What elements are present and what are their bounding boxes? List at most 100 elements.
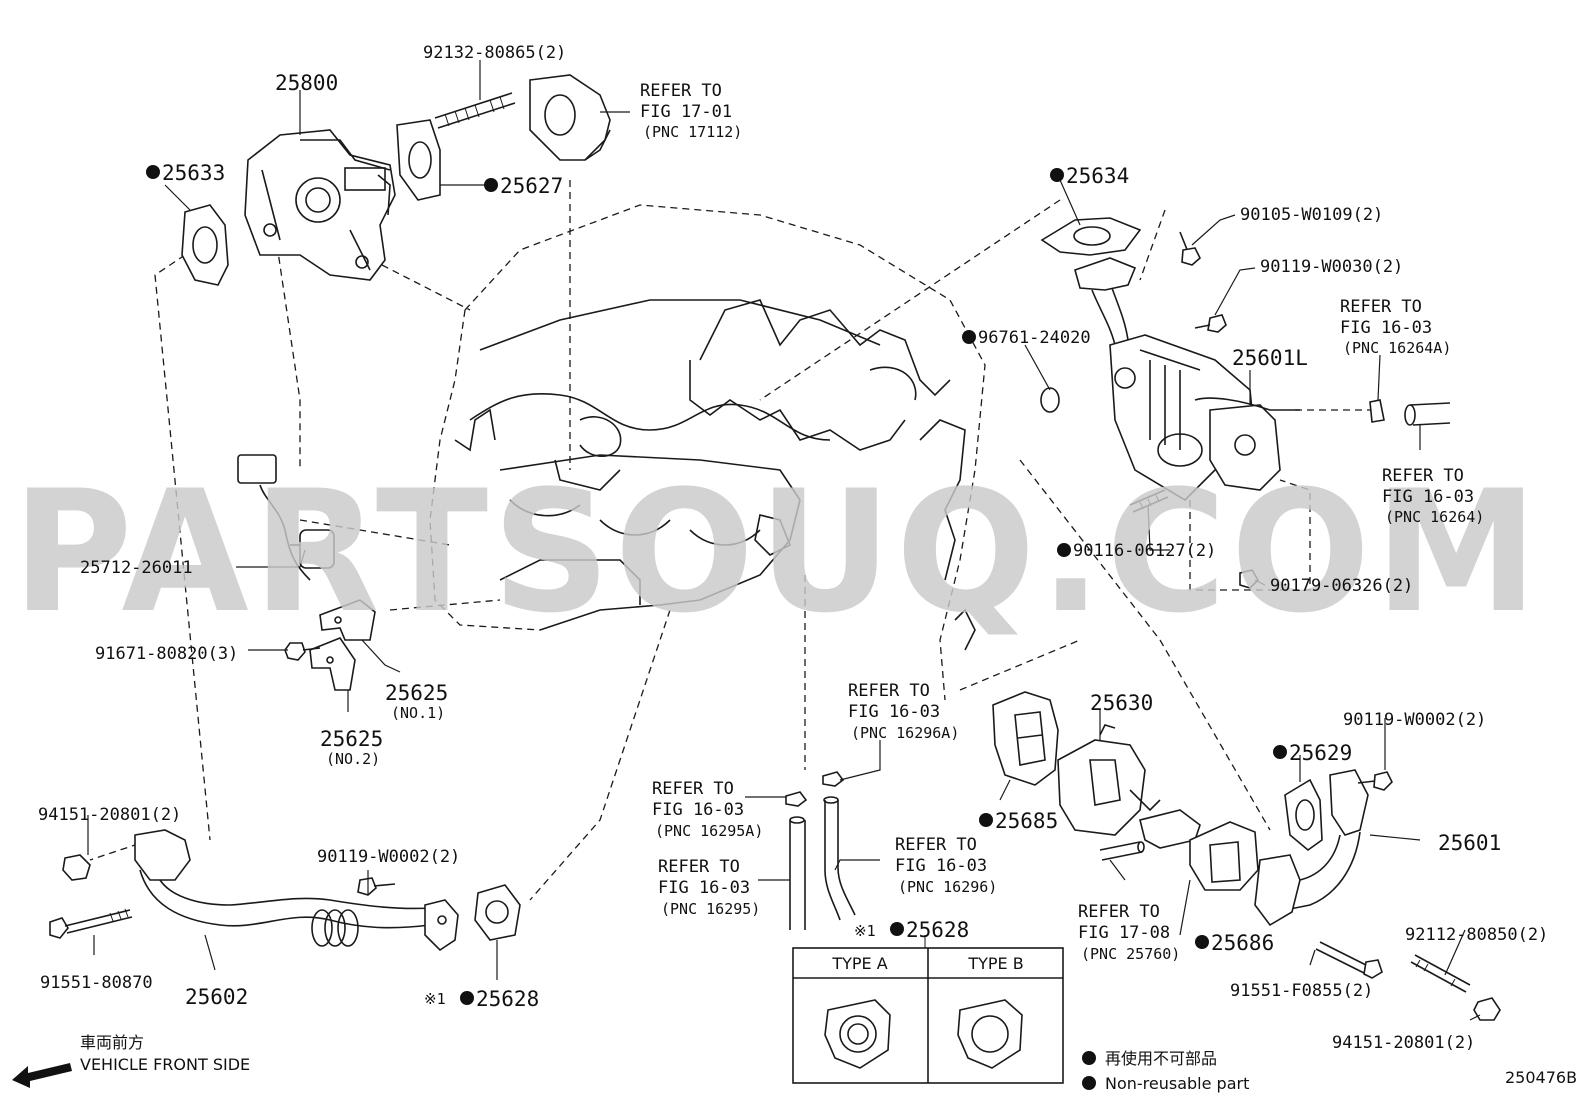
svg-text:(PNC 17112): (PNC 17112) <box>643 123 742 141</box>
label-25628-lower[interactable]: 25628 <box>476 987 539 1011</box>
label-25601L[interactable]: 25601L <box>1232 346 1308 370</box>
part-25601L-cooler[interactable] <box>1074 257 1300 502</box>
part-25601-pipe[interactable] <box>1254 769 1369 927</box>
part-90179-nut[interactable] <box>1239 569 1260 589</box>
svg-text:FIG 16-03: FIG 16-03 <box>652 800 744 820</box>
part-90116-stud[interactable] <box>1129 489 1169 513</box>
refer-17112[interactable]: REFER TO FIG 17-01 (PNC 17112) <box>640 81 742 141</box>
hoses-16295-16296[interactable] <box>785 771 856 930</box>
part-25627-gasket[interactable] <box>396 119 441 201</box>
part-92132-stud[interactable] <box>434 92 516 129</box>
label-94151-left[interactable]: 94151-20801(2) <box>38 805 181 825</box>
label-25686[interactable]: 25686 <box>1211 931 1274 955</box>
label-90179[interactable]: 90179-06326(2) <box>1270 576 1413 596</box>
svg-text:FIG 16-03: FIG 16-03 <box>1340 318 1432 338</box>
nonreusable-dot <box>484 178 498 192</box>
label-25628-typebox[interactable]: 25628 <box>906 918 969 942</box>
part-25633-gasket[interactable] <box>181 204 229 286</box>
svg-text:(PNC 16295): (PNC 16295) <box>661 900 760 918</box>
svg-text:REFER TO: REFER TO <box>652 779 734 799</box>
label-25629[interactable]: 25629 <box>1289 741 1352 765</box>
nonreusable-dot <box>962 330 976 344</box>
svg-text:REFER TO: REFER TO <box>1340 297 1422 317</box>
part-25630-valve[interactable] <box>1057 724 1201 849</box>
svg-text:(PNC 16296A): (PNC 16296A) <box>851 724 959 742</box>
watermark-text: PARTSOUQ.COM <box>12 454 1542 650</box>
type-b-label: TYPE B <box>967 954 1023 973</box>
label-25800[interactable]: 25800 <box>275 71 338 95</box>
refer-16296[interactable]: REFER TO FIG 16-03 (PNC 16296) <box>895 835 997 896</box>
label-25602[interactable]: 25602 <box>185 985 248 1009</box>
leader-lines <box>87 60 1481 1021</box>
label-25627[interactable]: 25627 <box>500 174 563 198</box>
part-92112-stud[interactable] <box>1410 954 1471 993</box>
svg-text:FIG 16-03: FIG 16-03 <box>1382 487 1474 507</box>
part-25712-sensor[interactable] <box>237 454 335 581</box>
part-25625-brackets[interactable] <box>309 599 376 691</box>
nonreusable-dot <box>1273 745 1287 759</box>
part-94151-nut-right[interactable] <box>1473 997 1501 1021</box>
part-91551-bolt-left[interactable] <box>49 908 133 939</box>
part-25628-gasket[interactable] <box>474 884 521 941</box>
label-25625-no1[interactable]: 25625 <box>385 681 448 705</box>
label-96761[interactable]: 96761-24020 <box>978 328 1091 348</box>
label-25685[interactable]: 25685 <box>995 809 1058 833</box>
svg-text:FIG 16-03: FIG 16-03 <box>895 856 987 876</box>
vehicle-front-direction: 車両前方 VEHICLE FRONT SIDE <box>12 1033 250 1088</box>
svg-text:(PNC 16264): (PNC 16264) <box>1385 508 1484 526</box>
label-25630[interactable]: 25630 <box>1090 691 1153 715</box>
part-25602-pipe[interactable] <box>134 829 459 952</box>
label-94151-right[interactable]: 94151-20801(2) <box>1332 1033 1475 1053</box>
part-94151-nut-left[interactable] <box>62 854 91 881</box>
refer-16295A[interactable]: REFER TO FIG 16-03 (PNC 16295A) <box>652 779 763 840</box>
label-25634[interactable]: 25634 <box>1066 164 1129 188</box>
part-labels: 25800 92132-80865(2) 25633 25627 REFER T… <box>38 43 1548 1053</box>
part-91551-bolt-right[interactable] <box>1315 941 1383 979</box>
part-90119-bolt-upper[interactable] <box>1194 314 1227 333</box>
label-91551-right[interactable]: 91551-F0855(2) <box>1230 981 1373 1001</box>
label-25633[interactable]: 25633 <box>162 161 225 185</box>
label-90119-w0002-right[interactable]: 90119-W0002(2) <box>1343 710 1486 730</box>
part-25800-body[interactable] <box>244 129 396 281</box>
refer-16295[interactable]: REFER TO FIG 16-03 (PNC 16295) <box>658 857 760 918</box>
part-90119-bolt-middle[interactable] <box>357 877 396 896</box>
label-92112[interactable]: 92112-80850(2) <box>1405 925 1548 945</box>
part-25629-gasket[interactable] <box>1284 778 1323 852</box>
svg-text:(PNC 25760): (PNC 25760) <box>1081 945 1180 963</box>
svg-text:REFER TO: REFER TO <box>895 835 977 855</box>
label-91671[interactable]: 91671-80820(3) <box>95 644 238 664</box>
refer-16264[interactable]: REFER TO FIG 16-03 (PNC 16264) <box>1382 466 1484 526</box>
part-17112-adapter[interactable] <box>529 74 611 161</box>
svg-text:FIG 16-03: FIG 16-03 <box>848 702 940 722</box>
part-25686-gasket[interactable] <box>1189 821 1259 891</box>
part-25760-hose[interactable] <box>1099 841 1145 861</box>
svg-text:(PNC 16264A): (PNC 16264A) <box>1343 339 1451 357</box>
svg-text:REFER TO: REFER TO <box>1078 902 1160 922</box>
label-25601[interactable]: 25601 <box>1438 831 1501 855</box>
arrow-left-icon <box>12 1063 72 1088</box>
part-96761-oring[interactable] <box>1040 387 1060 413</box>
nonreusable-dot-icon <box>1082 1051 1096 1065</box>
part-25685-gasket[interactable] <box>992 691 1059 786</box>
label-91551-left[interactable]: 91551-80870 <box>40 973 153 993</box>
part-90119-bolt-lower[interactable] <box>1357 771 1393 791</box>
label-92132[interactable]: 92132-80865(2) <box>423 43 566 63</box>
part-16264-hose[interactable] <box>1369 399 1451 426</box>
diagram-id: 250476B <box>1505 1068 1577 1087</box>
label-90119-w0002-middle[interactable]: 90119-W0002(2) <box>317 847 460 867</box>
label-25712[interactable]: 25712-26011 <box>80 558 193 578</box>
label-90116[interactable]: 90116-06127(2) <box>1073 541 1216 561</box>
refer-16296A[interactable]: REFER TO FIG 16-03 (PNC 16296A) <box>848 681 959 742</box>
refer-25760[interactable]: REFER TO FIG 17-08 (PNC 25760) <box>1078 902 1180 963</box>
refer-16264A[interactable]: REFER TO FIG 16-03 (PNC 16264A) <box>1340 297 1451 357</box>
part-90105-bolt[interactable] <box>1179 231 1201 266</box>
type-b-gasket <box>957 999 1023 1069</box>
label-25625-no2[interactable]: 25625 <box>320 727 383 751</box>
svg-text:(PNC 16296): (PNC 16296) <box>898 878 997 896</box>
part-25634-gasket[interactable] <box>1040 217 1142 256</box>
label-90105[interactable]: 90105-W0109(2) <box>1240 205 1383 225</box>
nonreusable-dot <box>1057 543 1071 557</box>
label-90119-w0030[interactable]: 90119-W0030(2) <box>1260 257 1403 277</box>
